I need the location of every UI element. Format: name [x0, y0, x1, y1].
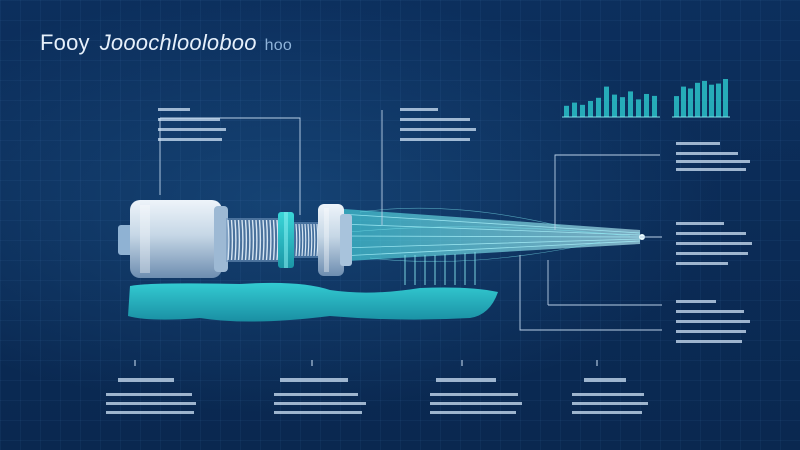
coil-winding — [237, 219, 241, 261]
callout-label-right-1 — [676, 142, 750, 171]
decorative-bar — [612, 94, 617, 117]
decorative-bar — [580, 104, 585, 117]
coil-winding — [304, 223, 307, 257]
decorative-bar — [695, 82, 700, 117]
callout-label-top-center — [400, 108, 476, 141]
coil-winding — [258, 219, 262, 261]
decorative-bar — [636, 99, 641, 117]
cylinder-housing-icon — [118, 200, 228, 278]
coil-winding — [262, 219, 265, 261]
callout-label-bottom-1 — [106, 378, 196, 414]
decorative-bar — [674, 96, 679, 117]
light-beam-icon — [330, 207, 645, 262]
callout-label-bottom-2 — [274, 378, 366, 414]
coil-winding — [251, 219, 255, 261]
spring-coil-icon — [226, 218, 286, 262]
coil-winding — [313, 223, 316, 257]
coil-winding — [227, 219, 230, 261]
decorative-bar — [723, 79, 728, 117]
decorative-bar — [644, 93, 649, 117]
coil-winding — [244, 219, 248, 261]
callout-label-right-3 — [676, 300, 750, 343]
coil-winding — [276, 219, 279, 261]
base-platform-icon — [128, 282, 498, 322]
callout-label-bottom-4 — [572, 378, 648, 414]
decorative-bar — [604, 86, 609, 117]
coil-winding — [316, 223, 319, 257]
decorative-bar — [564, 105, 569, 117]
beam-support-ribs-icon — [404, 252, 476, 285]
decorative-bar — [588, 101, 593, 117]
bottom-ticks — [134, 360, 598, 366]
decorative-bar — [628, 91, 633, 117]
coil-winding — [295, 223, 298, 257]
coil-winding — [272, 219, 276, 261]
coil-winding — [310, 223, 313, 257]
title-part-b: Jooochlooloboo — [99, 30, 257, 55]
decorative-bar — [681, 86, 686, 117]
callout-label-right-2 — [676, 222, 752, 265]
coil-winding — [301, 223, 304, 257]
decorative-bar — [716, 83, 721, 117]
coil-winding — [298, 223, 301, 257]
coil-winding — [307, 223, 310, 257]
page-title: Fooy Jooochlooloboo hoo — [40, 30, 292, 56]
decorative-bar — [620, 97, 625, 117]
inner-coil-icon — [294, 222, 320, 258]
decorative-bar — [596, 97, 601, 117]
coil-winding — [230, 219, 234, 261]
coil-winding — [255, 219, 258, 261]
callout-label-bottom-3 — [430, 378, 522, 414]
coil-winding — [241, 219, 244, 261]
callout-label-top-left — [158, 108, 226, 141]
decorative-bars-icon-secondary — [672, 79, 730, 118]
decorative-bar — [652, 95, 657, 117]
decorative-bar — [709, 84, 714, 117]
coil-winding — [234, 219, 237, 261]
coil-winding — [248, 219, 251, 261]
decorative-bar — [572, 102, 577, 117]
title-part-c: hoo — [264, 37, 292, 54]
coil-winding — [269, 219, 272, 261]
decorative-bar — [702, 80, 707, 117]
coil-winding — [265, 219, 269, 261]
flange-icon — [318, 204, 352, 276]
decorative-bars-icon — [562, 86, 660, 118]
decorative-bar — [688, 88, 693, 117]
title-part-a: Fooy — [40, 30, 90, 55]
flange-ring-icon — [278, 212, 294, 268]
